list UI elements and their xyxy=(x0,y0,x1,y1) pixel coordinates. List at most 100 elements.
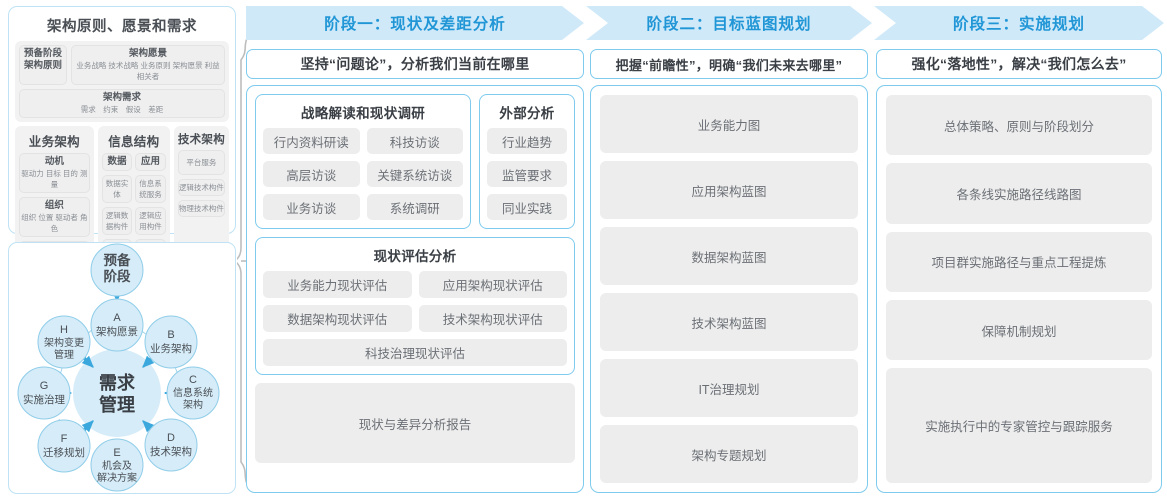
adm-node-d-label: 技术架构 xyxy=(150,445,192,458)
togaf-tech-item-label: 逻辑技术构件 xyxy=(178,183,224,192)
adm-node-a xyxy=(90,298,144,352)
phase-2-item-list: 业务能力图 应用架构蓝图 数据架构蓝图 技术架构蓝图 IT治理规划 架构专题规划 xyxy=(600,95,858,483)
pill-item[interactable]: 关键系统访谈 xyxy=(366,161,463,187)
togaf-data-item: 数据实体 xyxy=(101,175,133,203)
adm-node-c xyxy=(166,366,220,420)
togaf-tech-item-label: 物理技术构件 xyxy=(178,204,224,213)
phase-body-2: 业务能力图 应用架构蓝图 数据架构蓝图 技术架构蓝图 IT治理规划 架构专题规划 xyxy=(590,85,868,493)
adm-node-prep-line2: 阶段 xyxy=(104,268,131,284)
togaf-data-item-label: 数据实体 xyxy=(105,179,129,199)
togaf-app-head: 应用 xyxy=(135,153,166,171)
togaf-business-item: 动机 驱动力 目标 目的 测量 xyxy=(19,153,90,193)
card-strategy-research-title: 战略解读和现状调研 xyxy=(300,106,426,121)
pill-item[interactable]: 技术架构现状评估 xyxy=(418,305,567,332)
card-strategy-research: 战略解读和现状调研 行内资料研读 科技访谈 高层访谈 关键系统访谈 业务访谈 系… xyxy=(255,94,471,229)
adm-node-prep-line1: 预备 xyxy=(104,252,131,268)
togaf-vision-sub: 业务战略 技术战略 业务原则 架构愿景 利益相关者 xyxy=(76,61,220,81)
adm-center-line1: 需求 xyxy=(99,372,136,393)
adm-node-g-label: 实施治理 xyxy=(23,393,65,406)
togaf-data-item-label: 逻辑数据构件 xyxy=(105,211,129,231)
pill-item[interactable]: 科技治理现状评估 xyxy=(263,339,567,366)
adm-center-circle xyxy=(73,349,161,437)
pill-item[interactable]: 业务能力现状评估 xyxy=(263,271,412,298)
pill-item[interactable]: 业务访谈 xyxy=(263,194,360,220)
togaf-prep-head: 预备阶段 xyxy=(23,48,62,59)
togaf-tech-item: 物理技术构件 xyxy=(177,200,225,217)
adm-node-h-label2: 管理 xyxy=(54,348,74,361)
phase-3-item[interactable]: 项目群实施路径与重点工程提炼 xyxy=(886,231,1152,293)
togaf-column-information-title: 信息结构 xyxy=(108,135,160,149)
togaf-app-item-label: 信息系统服务 xyxy=(139,179,162,199)
pill-item[interactable]: 监管要求 xyxy=(487,161,567,187)
phase-3-item-list: 总体策略、原则与阶段划分 各条线实施路径线路图 项目群实施路径与重点工程提炼 保… xyxy=(886,95,1152,484)
phase-subtitle-3: 强化“落地性”，解决“我们怎么去” xyxy=(876,49,1162,79)
adm-node-h xyxy=(37,315,91,369)
card-current-state-assessment-title: 现状评估分析 xyxy=(373,249,457,264)
pill-item[interactable]: 系统调研 xyxy=(366,194,463,220)
pill-item[interactable]: 应用架构现状评估 xyxy=(418,271,567,298)
phase-header-1[interactable]: 阶段一：现状及差距分析 xyxy=(246,6,584,40)
pill-item[interactable]: 行内资料研读 xyxy=(263,128,360,154)
togaf-app-item-label: 逻辑应用构件 xyxy=(139,211,162,231)
adm-node-a-label: 架构愿景 xyxy=(96,325,138,338)
phase-subtitle-2: 把握“前瞻性”，明确“我们未来去哪里” xyxy=(590,49,868,79)
phase-3-item[interactable]: 总体策略、原则与阶段划分 xyxy=(886,95,1152,156)
left-panel: 架构原则、愿景和需求 预备阶段 架构原则 架构愿景 业务战略 技术战略 业务原则… xyxy=(8,6,252,494)
togaf-column-technology-title: 技术架构 xyxy=(177,134,226,146)
togaf-data-item: 逻辑数据构件 xyxy=(101,207,133,235)
phase-2-item[interactable]: 技术架构蓝图 xyxy=(600,293,858,351)
adm-node-b-key: B xyxy=(167,329,174,341)
phase-2-item[interactable]: 架构专题规划 xyxy=(600,425,858,483)
phase-header-3[interactable]: 阶段三：实施规划 xyxy=(874,6,1164,40)
phase-3-item[interactable]: 保障机制规划 xyxy=(886,300,1152,361)
adm-node-e xyxy=(90,438,144,492)
pill-item[interactable]: 同业实践 xyxy=(487,194,567,220)
pill-item[interactable]: 行业趋势 xyxy=(487,128,567,154)
phase-2-item[interactable]: 数据架构蓝图 xyxy=(600,227,858,285)
togaf-content-framework: 架构原则、愿景和需求 预备阶段 架构原则 架构愿景 业务战略 技术战略 业务原则… xyxy=(8,6,236,327)
adm-node-e-label2: 解决方案 xyxy=(97,471,137,484)
phase-header-2[interactable]: 阶段二：目标蓝图规划 xyxy=(586,6,872,40)
adm-node-b xyxy=(144,315,198,369)
adm-node-f-label: 迁移规划 xyxy=(43,446,85,459)
adm-node-d-key: D xyxy=(167,432,175,444)
phase-body-3: 总体策略、原则与阶段划分 各条线实施路径线路图 项目群实施路径与重点工程提炼 保… xyxy=(876,85,1162,493)
togaf-business-item: 组织 组织 位置 驱动者 角色 xyxy=(19,197,90,237)
adm-cycle-diagram: 预备 阶段 A 架构愿景 B 业务架构 C 信息系统 架构 D 技术架构 xyxy=(8,242,236,494)
togaf-requirement-sub: 需求 约束 假设 差距 xyxy=(80,105,164,114)
phase-2-item[interactable]: IT治理规划 xyxy=(600,359,858,417)
togaf-business-item-head: 动机 xyxy=(44,156,64,167)
togaf-business-item-sub: 驱动力 目标 目的 测量 xyxy=(21,169,88,189)
phase-2-item[interactable]: 业务能力图 xyxy=(600,95,858,153)
phase-body-1: 战略解读和现状调研 行内资料研读 科技访谈 高层访谈 关键系统访谈 业务访谈 系… xyxy=(246,85,584,493)
togaf-vision-cell: 架构愿景 业务战略 技术战略 业务原则 架构愿景 利益相关者 xyxy=(71,45,225,85)
adm-node-f xyxy=(37,419,91,473)
card-external-analysis: 外部分析 行业趋势 监管要求 同业实践 xyxy=(479,94,575,229)
togaf-business-item-head: 组织 xyxy=(44,200,64,211)
adm-node-prep xyxy=(90,243,144,297)
adm-center-line2: 管理 xyxy=(99,394,135,415)
adm-node-h-label1: 架构变更 xyxy=(44,336,84,349)
card-external-analysis-title: 外部分析 xyxy=(499,106,555,121)
togaf-data-head-label: 数据 xyxy=(107,156,127,167)
togaf-app-head-label: 应用 xyxy=(141,156,161,167)
pill-item[interactable]: 数据架构现状评估 xyxy=(263,305,412,332)
togaf-tech-item: 逻辑技术构件 xyxy=(177,179,225,196)
adm-node-f-key: F xyxy=(61,433,68,445)
phase-1-report[interactable]: 现状与差异分析报告 xyxy=(255,383,575,463)
togaf-data-head: 数据 xyxy=(101,153,133,171)
adm-node-g-key: G xyxy=(40,380,49,392)
pill-item[interactable]: 科技访谈 xyxy=(366,128,463,154)
adm-node-c-key: C xyxy=(189,374,197,386)
phase-3-item[interactable]: 实施执行中的专家管控与跟踪服务 xyxy=(886,368,1152,484)
phase-subtitle-1: 坚持“问题论”，分析我们当前在哪里 xyxy=(246,49,584,79)
adm-node-b-label: 业务架构 xyxy=(150,342,192,355)
togaf-tech-item-label: 平台服务 xyxy=(186,158,217,167)
pill-item[interactable]: 高层访谈 xyxy=(263,161,360,187)
togaf-requirement-head: 架构需求 xyxy=(102,92,141,103)
phase-2-item[interactable]: 应用架构蓝图 xyxy=(600,161,858,219)
adm-node-g xyxy=(17,366,71,420)
togaf-title: 架构原则、愿景和需求 xyxy=(47,19,197,35)
phase-3-item[interactable]: 各条线实施路径线路图 xyxy=(886,163,1152,224)
adm-node-d xyxy=(144,418,198,472)
